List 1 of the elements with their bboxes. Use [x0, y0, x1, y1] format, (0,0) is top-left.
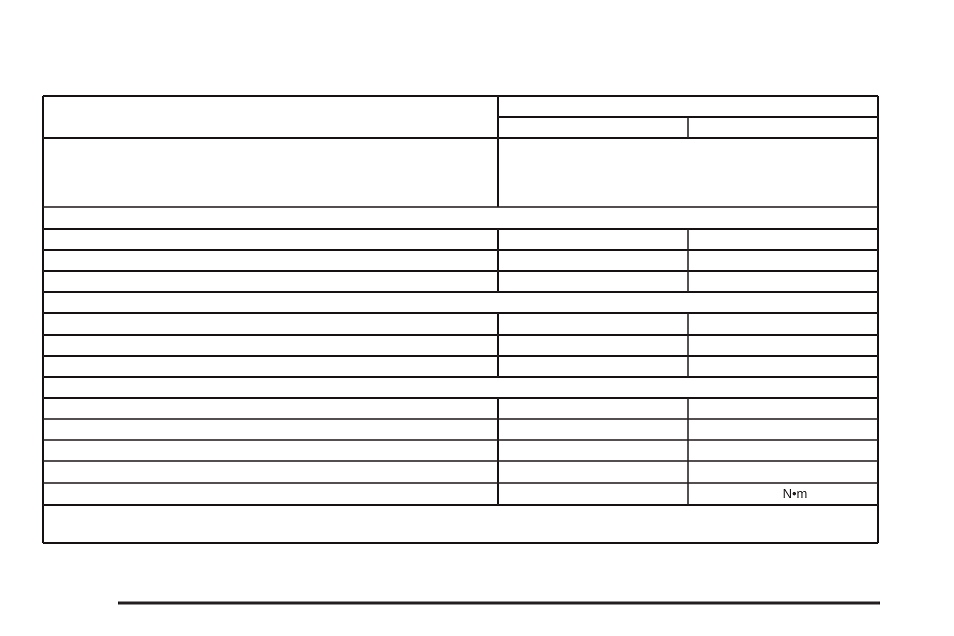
unit-text: N•m [782, 485, 808, 503]
